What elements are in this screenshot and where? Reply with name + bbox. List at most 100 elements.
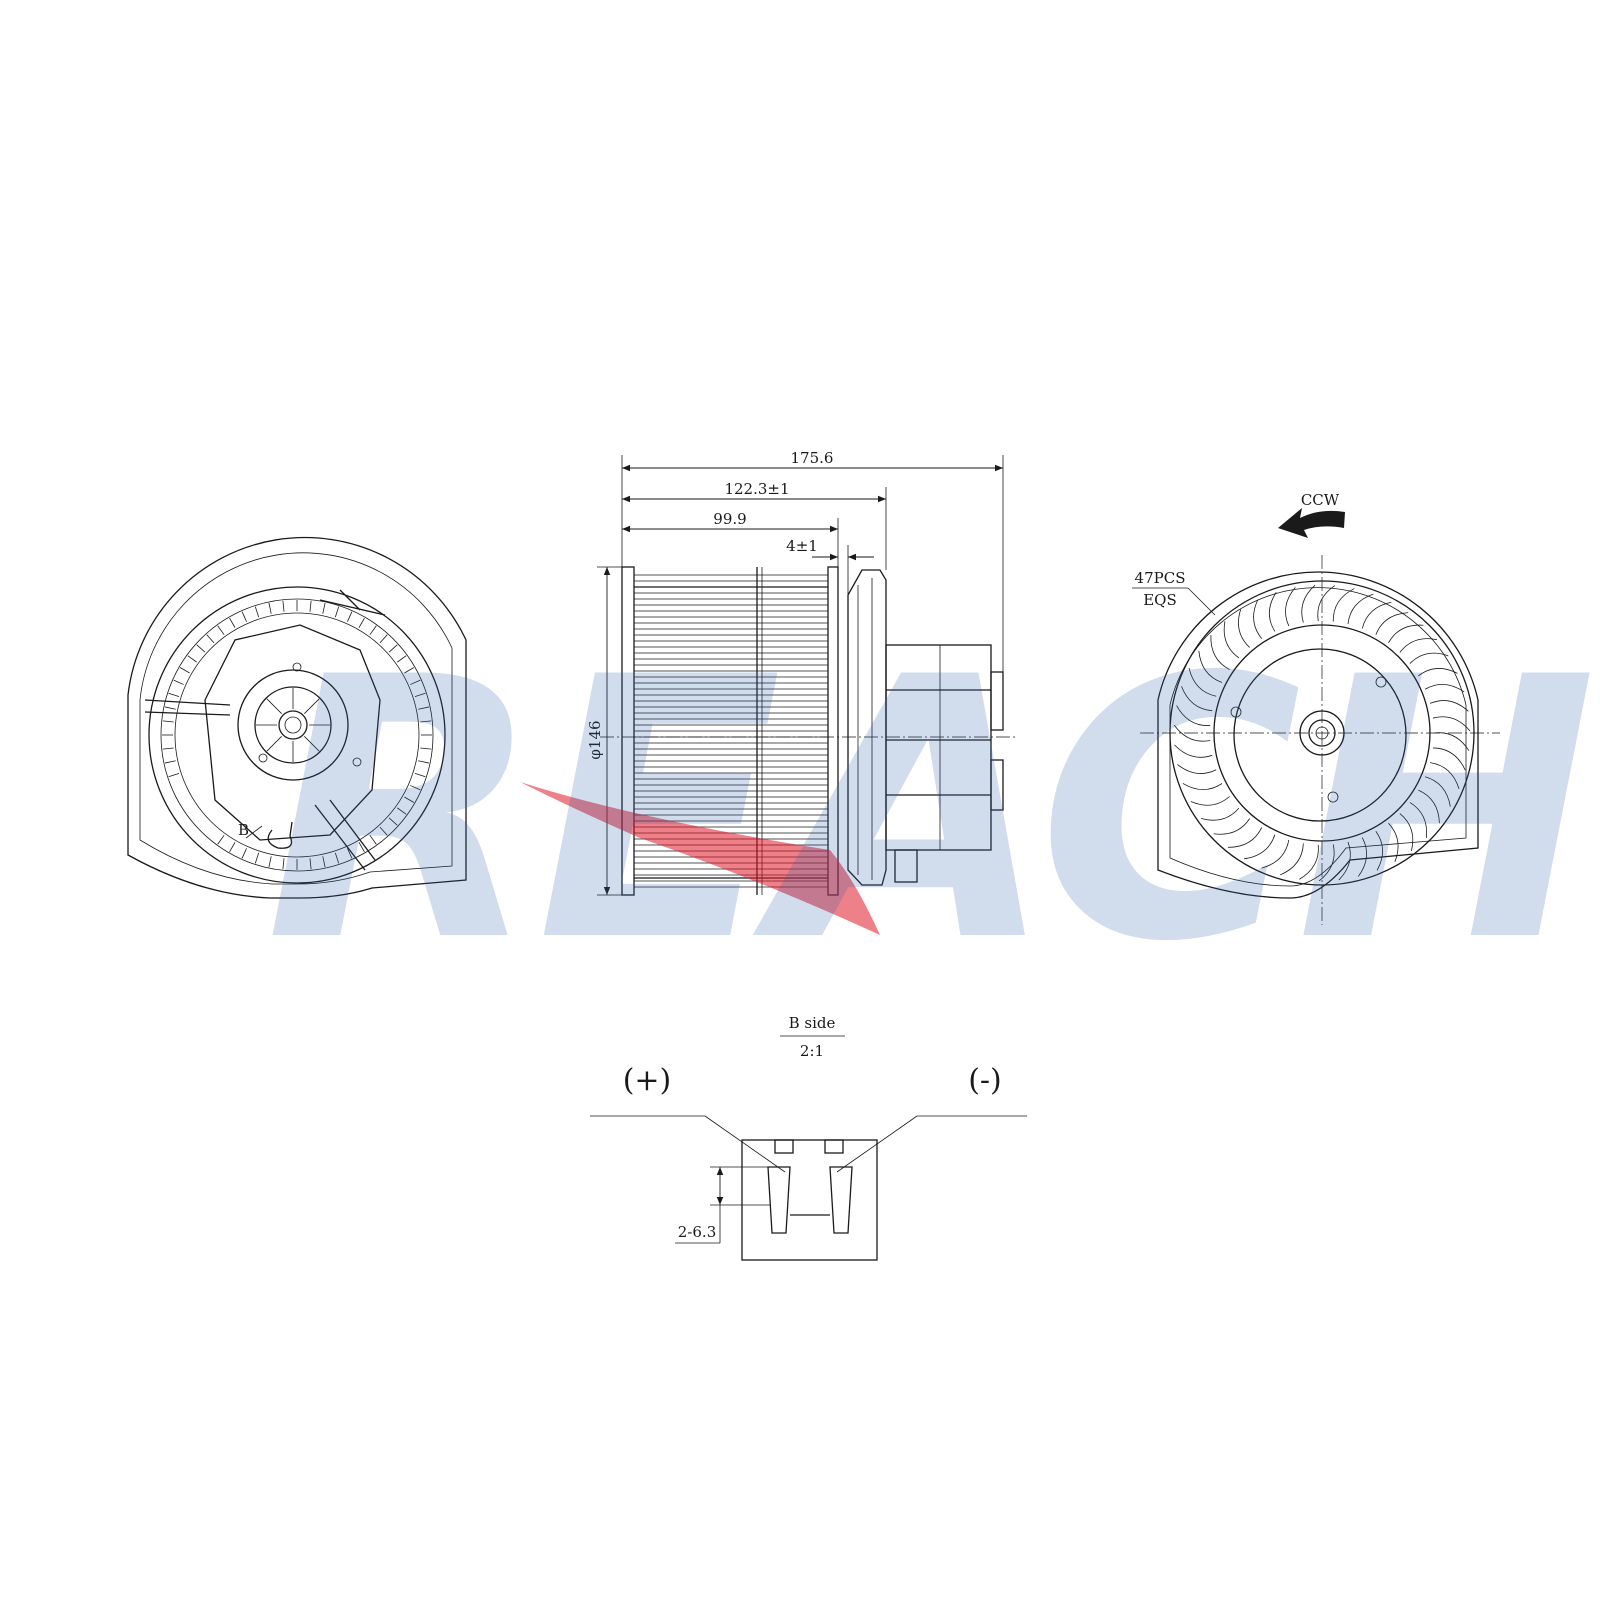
watermark-text: REACH [265, 601, 1594, 1020]
rear-wheel-tooth [388, 644, 398, 653]
rear-wheel-tooth [397, 807, 407, 815]
connector-terminal-positive [767, 1166, 791, 1234]
rear-wheel-tooth [334, 852, 340, 864]
rear-wheel-tooth [322, 856, 326, 868]
front-wheel-blade [1268, 592, 1277, 632]
front-wheel-blade [1279, 843, 1304, 876]
connector-title: B side [789, 1014, 836, 1032]
front-wheel-blade [1190, 796, 1230, 806]
front-wheel-blade [1198, 650, 1223, 683]
rear-scroll-inner [160, 598, 434, 872]
front-wheel-blade [1261, 839, 1290, 869]
connector-negative-label: (-) [968, 1063, 1002, 1098]
rear-wheel-tooth [164, 706, 176, 710]
front-wheel-blade [1181, 686, 1213, 712]
front-wheel-blade [1176, 705, 1211, 726]
rear-wheel-tooth [268, 856, 272, 868]
rear-wheel-tooth [309, 858, 312, 870]
front-wheel-blade [1375, 830, 1383, 871]
rear-wheel-tooth [369, 835, 377, 845]
rear-wheel-tooth [179, 667, 190, 674]
front-wheel-blade [1210, 635, 1230, 670]
front-wheel-blade [1188, 667, 1217, 697]
front-wheel-blade [1357, 837, 1367, 877]
front-housing-inner [1169, 587, 1467, 887]
rear-hub-spoke [304, 698, 320, 714]
front-wheel-blade [1375, 612, 1409, 635]
rear-wheel-tooth [241, 848, 247, 859]
front-wheel-blade [1432, 716, 1471, 732]
rear-wheel-tooth [420, 720, 432, 723]
dim-motor-length: 122.3±1 [724, 480, 789, 498]
rear-wheel-tooth [282, 600, 285, 612]
rear-wheel-tooth [404, 667, 415, 674]
rear-wheel-tooth [217, 625, 225, 635]
connector-latch-right [824, 1139, 844, 1154]
rear-wheel-tooth [404, 796, 415, 803]
rear-wheel-tooth [282, 858, 285, 870]
rear-wheel-tooth [379, 826, 388, 836]
front-wheel-blade [1253, 599, 1263, 639]
front-wheel-blade [1213, 818, 1251, 835]
front-wheel-blade [1338, 841, 1351, 881]
rear-view: B [127, 536, 467, 899]
front-wheel-blade [1399, 813, 1414, 852]
front-wheel-blade [1318, 844, 1335, 882]
rear-mount-plate [204, 624, 381, 841]
front-wheel-blade [1244, 834, 1276, 860]
dim-gap: 4±1 [786, 537, 818, 555]
rear-wheel-tooth [358, 617, 365, 628]
rear-hub-bore [278, 710, 308, 740]
rear-wheel-tooth [414, 692, 426, 698]
front-wheel-blade [1388, 822, 1399, 862]
rear-wheel-tooth [229, 842, 236, 853]
connector-scale: 2:1 [800, 1042, 824, 1060]
rear-wheel-tooth [414, 772, 426, 778]
front-wheel-blade [1227, 827, 1263, 848]
front-wheel-blade [1424, 776, 1451, 807]
front-wheel-blade [1301, 584, 1316, 623]
front-wheel-blade [1429, 762, 1460, 790]
front-wheel-blade [1238, 609, 1250, 648]
rear-wheel-tooth [397, 655, 407, 663]
front-wheel-blade [1418, 789, 1440, 824]
front-wheel-blade [1174, 744, 1213, 758]
rear-wheel-tooth [410, 785, 421, 791]
rear-wheel-tooth [187, 655, 197, 663]
front-wheel-blade [1418, 668, 1458, 677]
front-view: CCW 47PCS EQS [1132, 491, 1500, 925]
watermark: REACH [265, 601, 1600, 1020]
front-wheel-blade [1182, 783, 1223, 791]
rear-wheel-tooth [418, 706, 430, 710]
side-motor-body [885, 644, 992, 851]
front-wheel-blade [1347, 593, 1374, 625]
front-rotation-arrow [1278, 508, 1345, 538]
rear-connector-hook [267, 821, 293, 849]
rear-wheel-tooth [162, 720, 174, 723]
rear-wheel-tooth [168, 692, 180, 698]
rear-wheel-tooth [254, 606, 260, 618]
front-wheel-blade [1361, 601, 1392, 629]
rear-wheel-tooth [334, 606, 340, 618]
rear-wheel-tooth [206, 634, 215, 644]
rear-wheel-tooth [347, 848, 353, 859]
front-blade-count: 47PCS [1135, 569, 1186, 587]
rear-wheel-tooth [418, 760, 430, 764]
rear-wheel-tooth [309, 600, 312, 612]
rear-wheel-tooth [168, 772, 180, 778]
dim-wheel-length: 99.9 [713, 510, 746, 528]
rear-wheel-tooth [268, 602, 272, 614]
rear-housing-outline [127, 536, 467, 899]
front-wheel-blade [1424, 684, 1465, 693]
front-wheel-blade [1299, 844, 1319, 880]
rear-hub-ring [237, 669, 349, 781]
front-wheel-blade [1429, 700, 1469, 712]
rear-housing-inner [139, 552, 453, 885]
rear-wheel-tooth [217, 835, 225, 845]
front-wheel-blade [1173, 724, 1211, 742]
rear-hub-spokes [256, 688, 330, 762]
rear-wheel-tooth [420, 747, 432, 750]
rear-wheel-tooth [196, 644, 206, 653]
rear-wheel-tooth [322, 602, 326, 614]
